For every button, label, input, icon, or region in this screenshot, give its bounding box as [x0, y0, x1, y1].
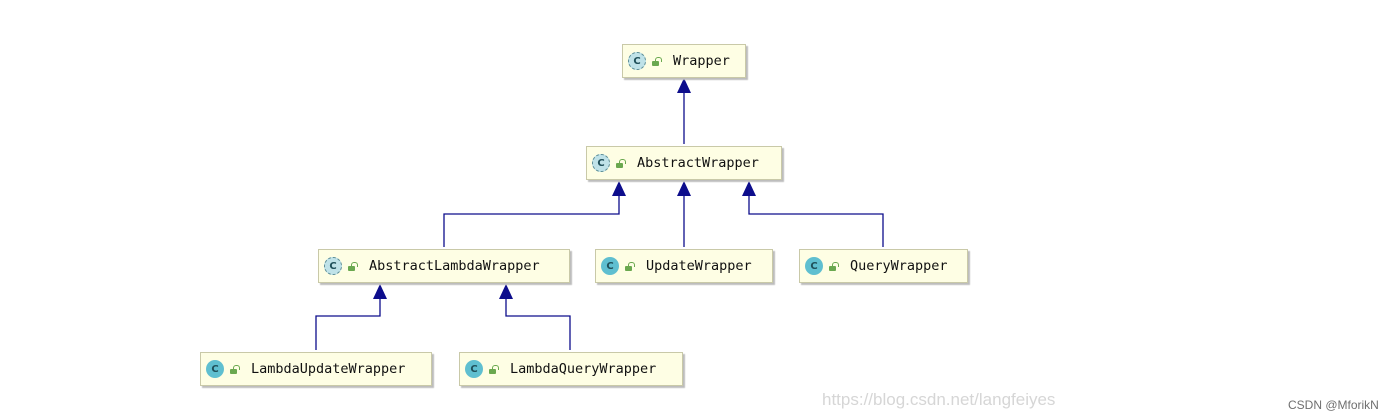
public-lock-icon [230, 364, 240, 374]
arrowhead-abstractwrapper-center [677, 181, 691, 196]
public-lock-icon [625, 261, 635, 271]
public-lock-icon [652, 56, 662, 66]
public-lock-icon [348, 261, 358, 271]
node-label: UpdateWrapper [646, 258, 752, 274]
node-query-wrapper[interactable]: C QueryWrapper [799, 249, 968, 283]
node-label: LambdaQueryWrapper [510, 361, 657, 377]
node-abstract-lambda-wrapper[interactable]: C AbstractLambdaWrapper [318, 249, 570, 283]
node-label: Wrapper [673, 53, 730, 69]
abstract-class-icon: C [628, 52, 646, 70]
edge-lambdaupdatewrapper-to-abstractlambdawrapper [315, 286, 381, 350]
public-lock-icon [829, 261, 839, 271]
abstract-class-icon: C [592, 154, 610, 172]
watermark: https://blog.csdn.net/langfeiyes [822, 390, 1056, 409]
edge-querywrapper-to-abstractwrapper [748, 183, 884, 247]
class-icon: C [206, 360, 224, 378]
arrowhead-abstractlambdawrapper-left [373, 284, 387, 299]
edge-abstractlambdawrapper-to-abstractwrapper [443, 183, 620, 247]
arrowhead-abstractlambdawrapper-right [499, 284, 513, 299]
node-label: AbstractLambdaWrapper [369, 258, 540, 274]
edge-lambdaquerywrapper-to-abstractlambdawrapper [505, 286, 571, 350]
class-icon: C [805, 257, 823, 275]
node-label: QueryWrapper [850, 258, 948, 274]
node-label: AbstractWrapper [637, 155, 759, 171]
class-icon: C [465, 360, 483, 378]
abstract-class-icon: C [324, 257, 342, 275]
node-wrapper[interactable]: C Wrapper [622, 44, 746, 78]
node-abstract-wrapper[interactable]: C AbstractWrapper [586, 146, 782, 180]
node-update-wrapper[interactable]: C UpdateWrapper [595, 249, 773, 283]
node-lambda-query-wrapper[interactable]: C LambdaQueryWrapper [459, 352, 683, 386]
arrowhead-wrapper [677, 78, 691, 93]
node-label: LambdaUpdateWrapper [251, 361, 406, 377]
public-lock-icon [616, 158, 626, 168]
arrowhead-abstractwrapper-right [742, 181, 756, 196]
class-icon: C [601, 257, 619, 275]
node-lambda-update-wrapper[interactable]: C LambdaUpdateWrapper [200, 352, 432, 386]
arrowhead-abstractwrapper-left [612, 181, 626, 196]
public-lock-icon [489, 364, 499, 374]
credit: CSDN @MforikN [1288, 398, 1379, 412]
